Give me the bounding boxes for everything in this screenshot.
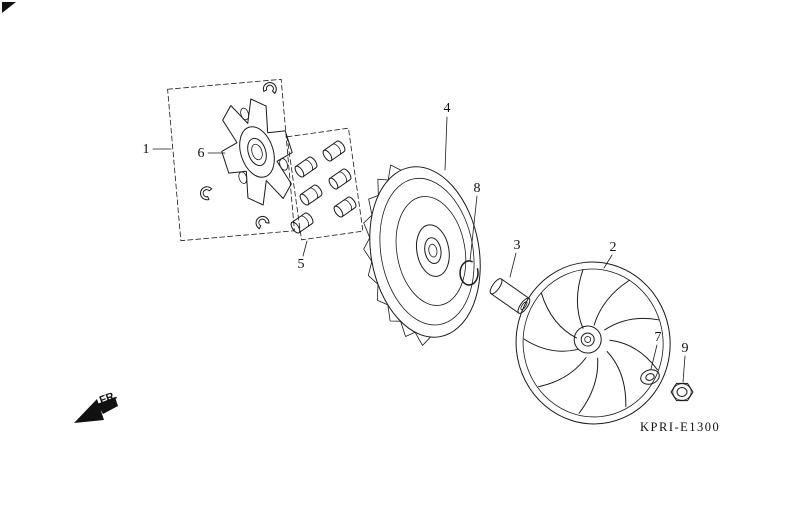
callout-leaders [152,116,686,383]
callout-3: 3 [514,238,521,253]
callout-2: 2 [610,240,617,255]
weight-roller [326,167,354,191]
ramp-plate [209,92,305,212]
callout-4: 4 [444,101,451,116]
weight-roller [292,155,320,179]
weight-roller [331,195,359,219]
weight-roller [297,183,325,207]
movable-drive-face [363,164,481,346]
snap-ring [459,260,479,286]
callout-6: 6 [198,146,205,161]
callout-9: 9 [682,341,689,356]
fr-direction-arrow: FR. [74,389,119,423]
fr-arrowhead-icon [74,399,104,423]
callout-5: 5 [298,257,305,272]
slide-piece-clip [198,184,213,201]
page-corner-artifact [2,2,16,13]
drive-face-fan [515,261,671,425]
callout-1: 1 [143,142,150,157]
fr-arrow-tail-icon [97,397,118,414]
callout-8: 8 [474,181,481,196]
washer [640,369,660,385]
callout-7: 7 [655,330,662,345]
slide-piece-clip [262,80,278,95]
collar [489,278,531,314]
part1-group-dashed-box [167,78,295,242]
diagram-code: KPRI-E1300 [640,420,720,434]
weight-roller [320,139,348,163]
fr-label: FR. [98,389,119,406]
slide-piece-clip [253,213,271,230]
part5-group-dashed-box [286,127,364,241]
nut [670,382,694,402]
